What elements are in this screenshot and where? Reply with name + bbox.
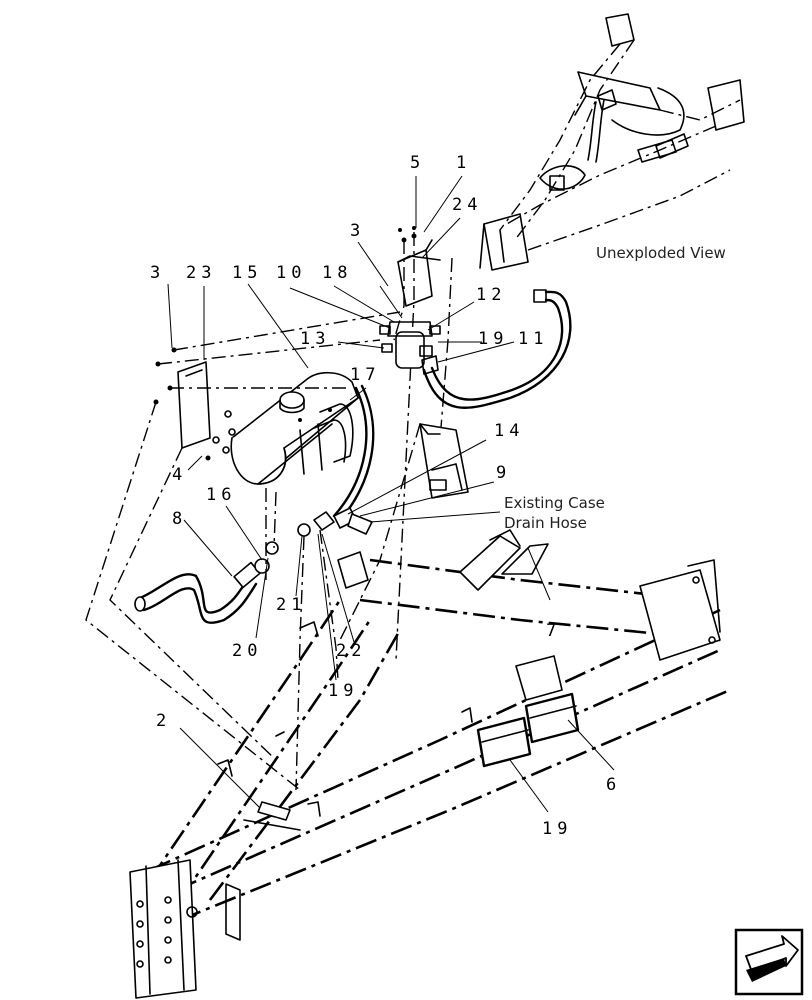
unexploded-view-label: Unexploded View — [596, 244, 726, 262]
main-frame — [129, 529, 731, 999]
callout-19a: 18 — [322, 263, 352, 283]
leader-lines — [167, 175, 615, 813]
reservoir-tank — [230, 371, 359, 485]
callout-24: 24 — [452, 195, 482, 215]
callout-3b: 3 — [150, 263, 165, 283]
callout-6: 7 — [546, 621, 561, 641]
callout-10: 10 — [276, 263, 306, 283]
callout-8: 11 — [518, 329, 548, 349]
hose-8 — [422, 289, 572, 409]
callout-2: 2 — [156, 711, 171, 731]
next-page-arrow-icon[interactable] — [734, 928, 804, 996]
callout-19b: 19 — [478, 329, 508, 349]
existing-case-label: Existing Case — [504, 494, 605, 512]
callout-18: 16 — [206, 485, 236, 505]
callout-5: 5 — [410, 153, 425, 173]
callout-labels: 5 1 24 3 3 23 15 10 18 12 13 19 11 17 4 … — [150, 153, 621, 839]
drain-hose-label: Drain Hose — [504, 514, 587, 532]
unexploded-view-inset — [479, 13, 745, 271]
callout-1: 1 — [456, 153, 471, 173]
mount-bracket — [393, 226, 453, 661]
callout-9: 8 — [172, 509, 187, 529]
hose-17 — [332, 384, 375, 522]
callout-21: 21 — [276, 595, 306, 615]
mounting-plate — [85, 311, 401, 791]
callout-14: 6 — [606, 775, 621, 795]
callout-19c: 19 — [328, 681, 358, 701]
hose-9 — [134, 488, 279, 624]
callout-23: 23 — [186, 263, 216, 283]
callout-13: 13 — [300, 329, 330, 349]
hydraulic-filter — [379, 321, 441, 375]
callout-12: 12 — [476, 285, 506, 305]
callout-4: 4 — [172, 465, 187, 485]
callout-22: 22 — [336, 641, 366, 661]
callout-15: 19 — [542, 819, 572, 839]
callout-20: 20 — [232, 641, 262, 661]
callout-16: 15 — [232, 263, 262, 283]
callout-11: 14 — [494, 421, 524, 441]
callout-17: 17 — [350, 365, 380, 385]
callout-3a: 3 — [350, 221, 365, 241]
upright-bracket-11 — [339, 423, 469, 641]
callout-7: 9 — [496, 463, 511, 483]
